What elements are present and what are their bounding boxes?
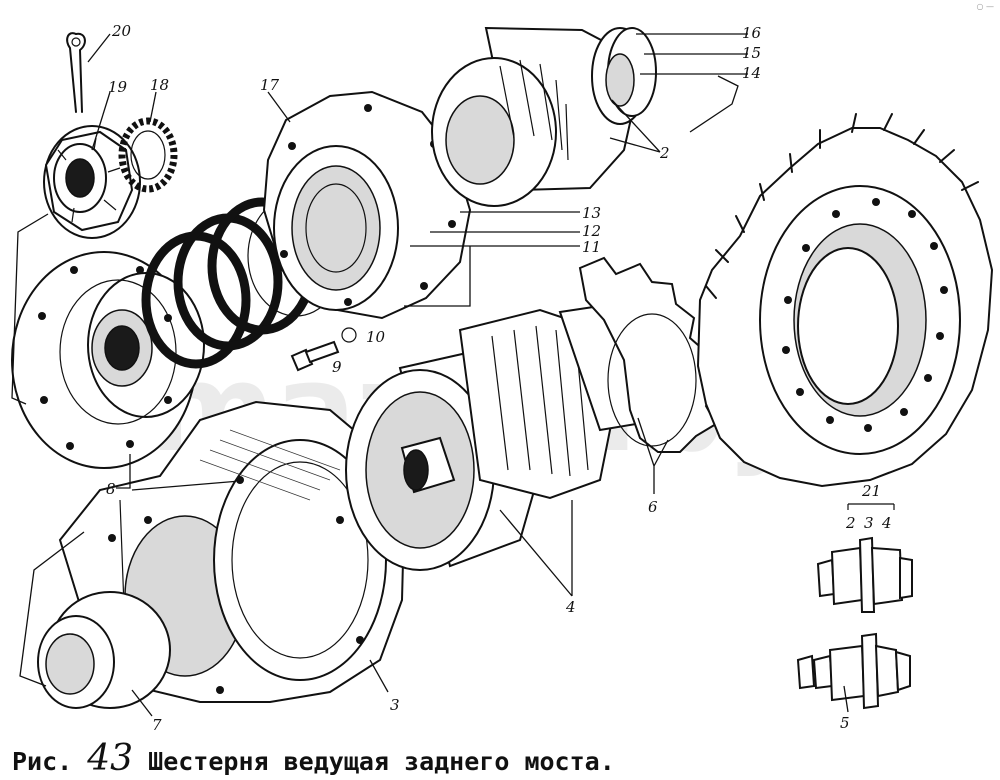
small-ring [341,327,357,343]
crown-gear [696,113,994,488]
inset-detail-21 [816,503,913,613]
inset-detail-5 [796,632,911,710]
callout-11: 11 [582,238,601,256]
callout-3: 3 [390,696,400,714]
oil-seal-rings [141,195,345,369]
leader-lines [11,33,849,717]
cotter-pin [66,32,86,113]
callout-6: 6 [648,498,658,516]
callout-15: 15 [742,44,761,62]
spacer-rings [591,27,657,125]
caption-prefix: Рис. [12,747,73,776]
callout-12: 12 [582,222,601,240]
callout-16: 16 [742,24,762,42]
callout-10: 10 [366,328,386,346]
bolt [290,340,340,372]
callout-21-3: 3 [864,514,874,532]
callout-19: 19 [108,78,128,96]
callout-21-2: 2 [845,514,856,532]
callout-7: 7 [152,716,162,734]
figure-caption: Рис. 43 Шестерня ведущая заднего моста. [12,738,615,779]
callout-20: 20 [111,22,132,40]
callout-4: 4 [565,598,576,616]
callout-14: 14 [742,64,761,82]
pinion-housing [37,400,406,709]
exploded-assembly-drawing: mazlib.by [11,22,994,734]
callout-9: 9 [332,358,342,376]
callout-5: 5 [840,714,850,732]
lock-washer [118,117,178,193]
callout-8: 8 [106,480,116,498]
callout-13: 13 [582,204,601,222]
callout-21: 21 [861,482,881,500]
corner-mark: ○ — [976,2,994,11]
bearing-housing [262,90,472,320]
callout-18: 18 [150,76,169,94]
callout-21-4: 4 [881,514,892,532]
caption-title: Шестерня ведущая заднего моста. [148,747,615,776]
castle-nut [43,125,141,239]
callout-17: 17 [260,76,280,94]
figure-number: 43 [87,738,134,779]
callout-2-top: 2 [659,144,670,162]
